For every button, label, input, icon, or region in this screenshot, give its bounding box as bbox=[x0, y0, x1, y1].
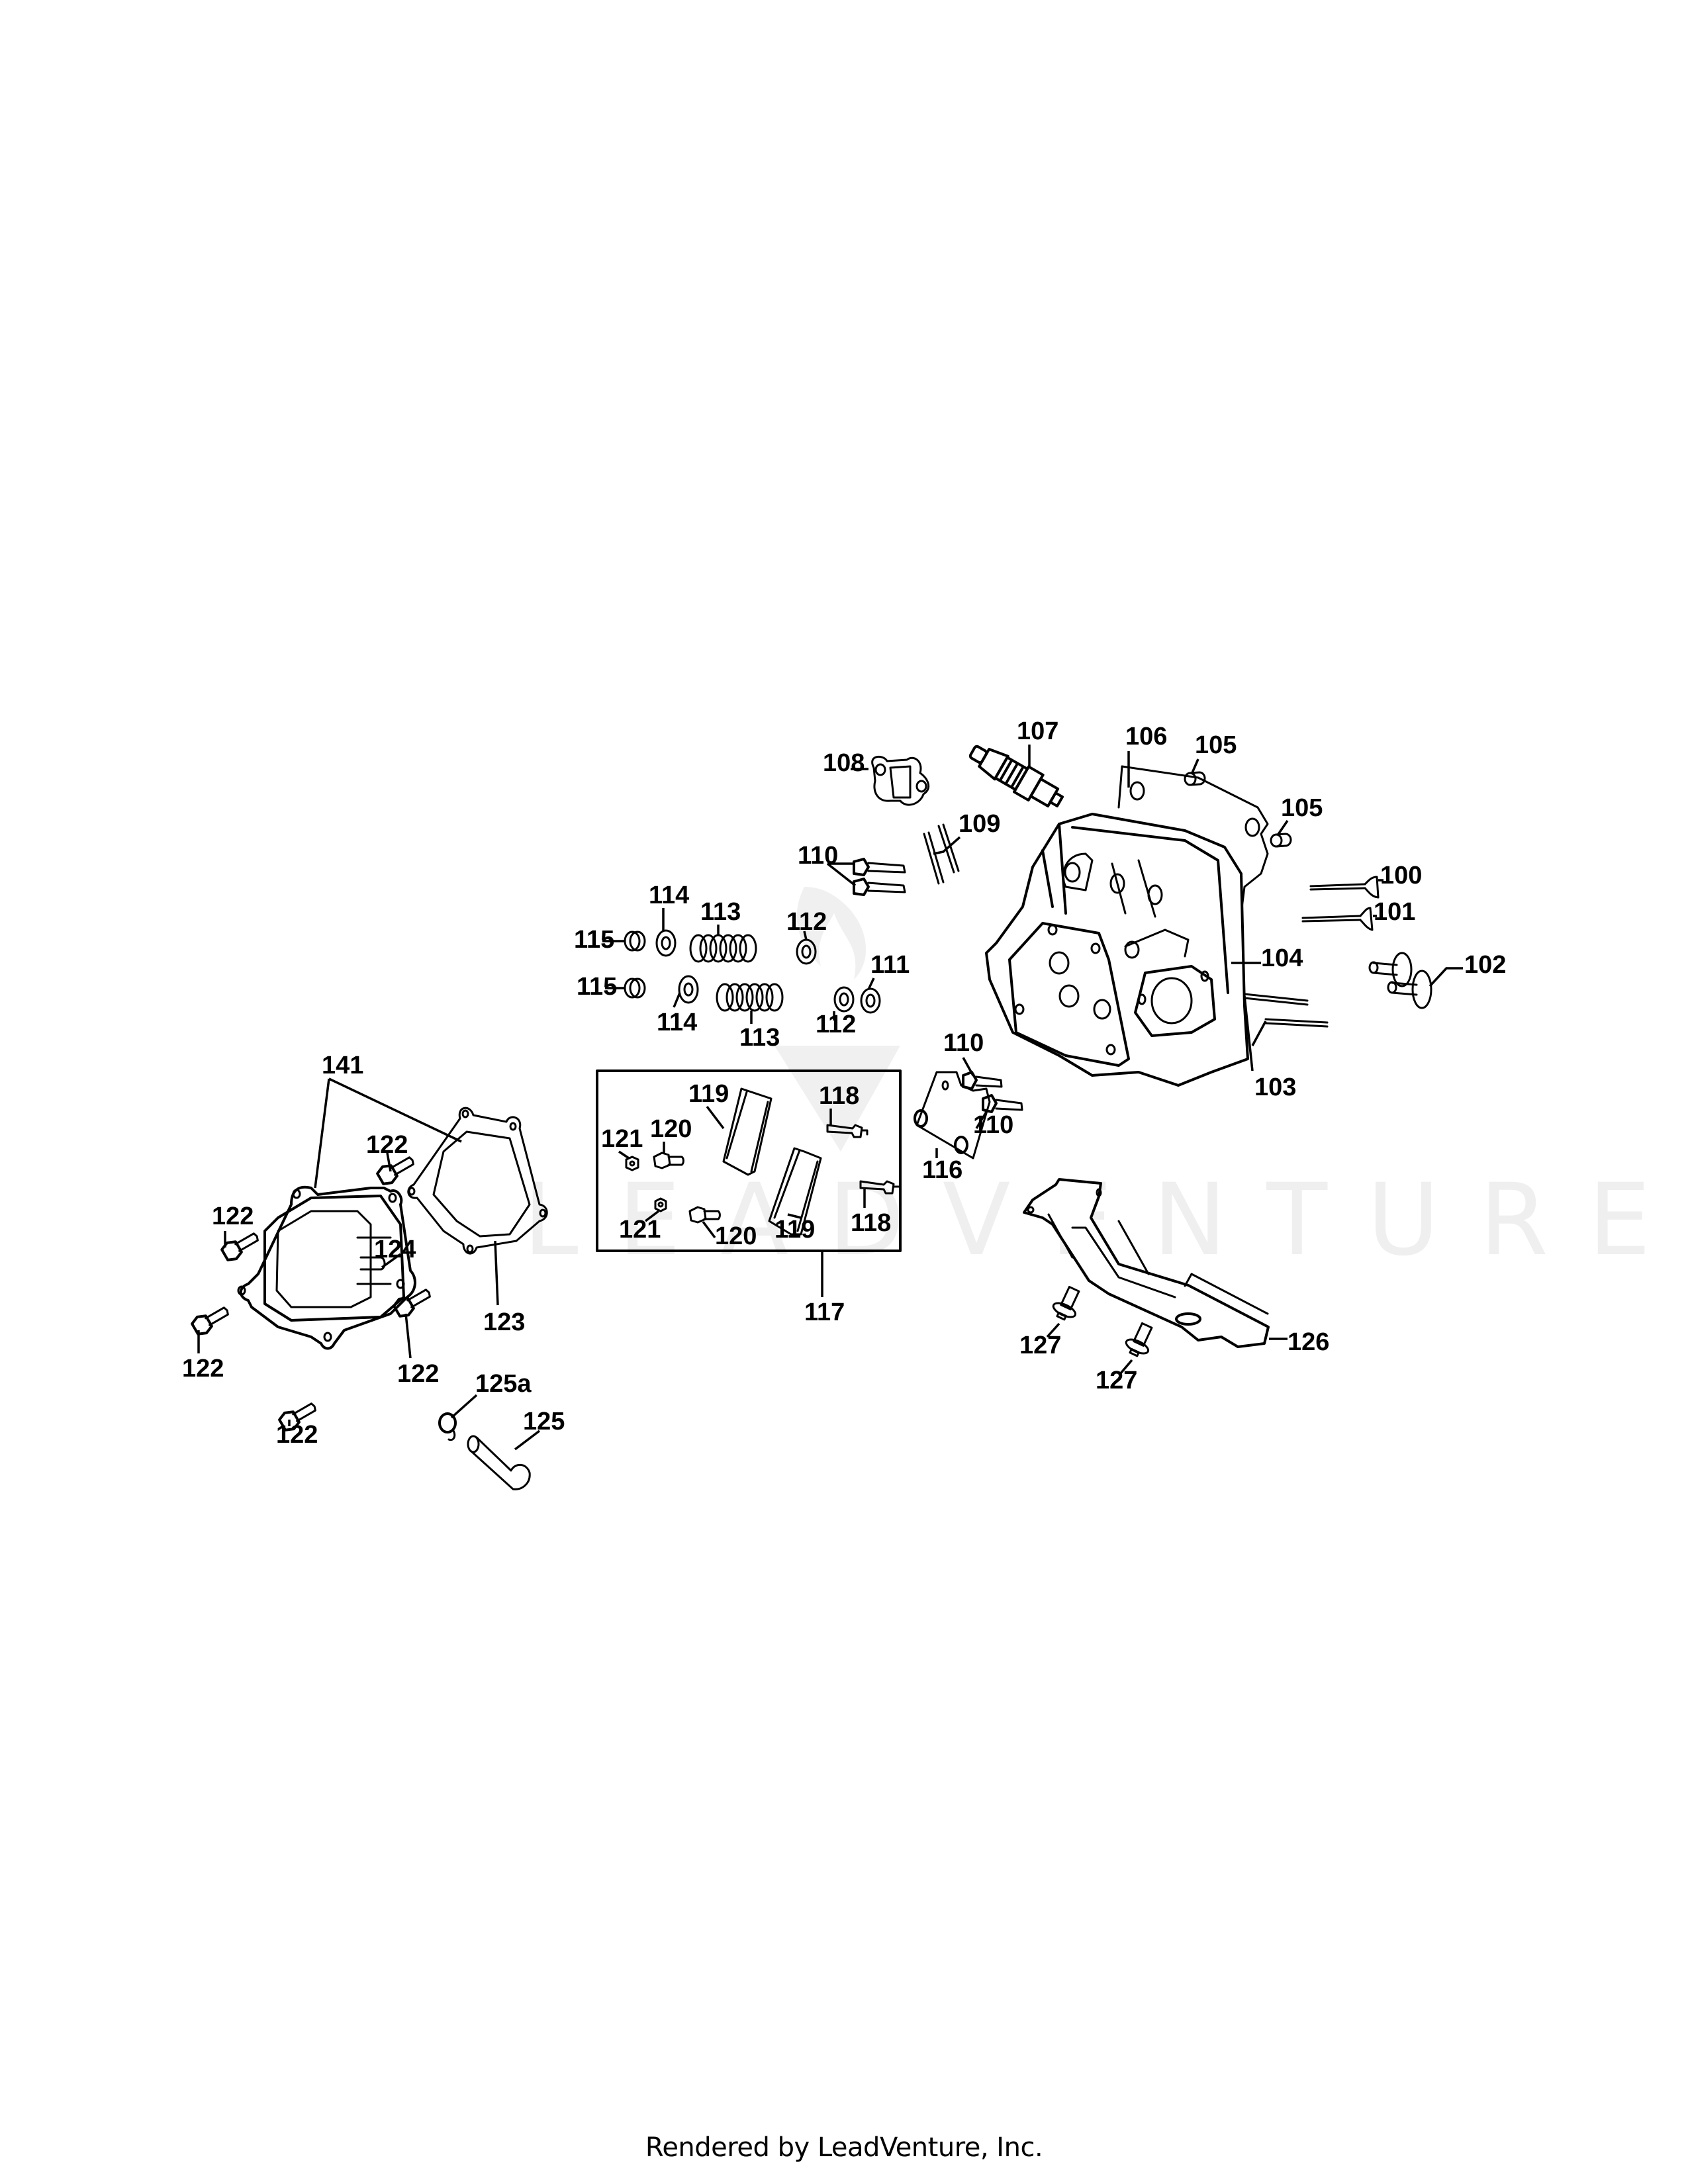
spring-113-upper bbox=[689, 934, 757, 963]
callout-107: 107 bbox=[1017, 717, 1058, 745]
kit-contents-117 bbox=[625, 1087, 902, 1236]
callout-123: 123 bbox=[483, 1308, 525, 1336]
callout-100: 100 bbox=[1380, 862, 1422, 889]
callout-121: 121 bbox=[619, 1216, 661, 1244]
callout-114: 114 bbox=[649, 882, 689, 909]
callout-122: 122 bbox=[366, 1131, 408, 1159]
flange-bolt-122 bbox=[191, 1156, 431, 1432]
callout-117: 117 bbox=[804, 1298, 845, 1326]
callout-122: 122 bbox=[276, 1421, 318, 1449]
callout-120: 120 bbox=[650, 1115, 692, 1143]
callout-108: 108 bbox=[823, 749, 865, 777]
callout-126: 126 bbox=[1288, 1328, 1329, 1356]
callout-122: 122 bbox=[182, 1355, 224, 1383]
callout-112: 112 bbox=[786, 908, 827, 936]
callout-109: 109 bbox=[959, 810, 1000, 838]
spring-113-lower bbox=[716, 983, 784, 1012]
callout-110: 110 bbox=[973, 1111, 1013, 1139]
callout-124: 124 bbox=[374, 1236, 416, 1263]
valve-100-101 bbox=[1301, 876, 1380, 931]
push-rod-103 bbox=[1243, 993, 1329, 1028]
callout-106: 106 bbox=[1125, 723, 1167, 751]
callout-121: 121 bbox=[601, 1125, 643, 1153]
callout-119: 119 bbox=[774, 1216, 815, 1244]
plate-116 bbox=[914, 1071, 991, 1160]
breather-clamp-125a bbox=[438, 1412, 457, 1441]
callout-119: 119 bbox=[688, 1080, 729, 1108]
callout-125a: 125a bbox=[475, 1370, 532, 1398]
callout-122: 122 bbox=[397, 1360, 439, 1388]
footer-credit: Rendered by LeadVenture, Inc. bbox=[645, 2132, 1043, 2163]
leader-lines bbox=[197, 745, 1463, 1451]
callout-115: 115 bbox=[574, 926, 614, 954]
callout-122: 122 bbox=[212, 1203, 254, 1230]
bolt-110-lower bbox=[962, 1071, 1023, 1113]
callout-127: 127 bbox=[1096, 1367, 1137, 1394]
clip-127 bbox=[1052, 1285, 1153, 1357]
valve-cover-gasket-123 bbox=[407, 1107, 548, 1255]
valve-spring-retainer-set bbox=[624, 929, 881, 1014]
callout-116: 116 bbox=[922, 1156, 962, 1184]
cylinder-head-104 bbox=[985, 765, 1269, 1087]
shroud-126 bbox=[1023, 1178, 1270, 1348]
callout-111: 111 bbox=[870, 951, 910, 979]
breather-tube-125 bbox=[467, 1435, 531, 1490]
gasket-108 bbox=[871, 755, 930, 806]
callout-105: 105 bbox=[1281, 794, 1323, 822]
callout-104: 104 bbox=[1261, 944, 1303, 972]
callout-112: 112 bbox=[816, 1011, 856, 1038]
callout-113: 113 bbox=[700, 898, 741, 926]
callout-118: 118 bbox=[851, 1209, 891, 1237]
stud-109 bbox=[923, 823, 960, 885]
bolt-110-upper bbox=[853, 858, 906, 896]
callout-105: 105 bbox=[1195, 731, 1237, 759]
callout-141: 141 bbox=[322, 1052, 363, 1079]
valve-cover-124 bbox=[237, 1185, 416, 1350]
callout-115: 115 bbox=[577, 973, 617, 1001]
callout-127: 127 bbox=[1019, 1332, 1061, 1359]
dowel-pin-105 bbox=[1184, 771, 1292, 848]
callout-110: 110 bbox=[943, 1029, 984, 1057]
callout-120: 120 bbox=[715, 1222, 757, 1250]
callout-103: 103 bbox=[1254, 1073, 1296, 1101]
callout-101: 101 bbox=[1374, 898, 1415, 926]
callout-113: 113 bbox=[739, 1024, 780, 1052]
callout-118: 118 bbox=[819, 1082, 859, 1110]
kit-box-117 bbox=[596, 1069, 902, 1252]
callout-labels: 100 101 102 103 104 105 105 106 107 108 109 110 110 1… bbox=[182, 717, 1506, 1449]
callout-125: 125 bbox=[523, 1408, 565, 1435]
spark-plug-107 bbox=[968, 745, 1064, 807]
valve-guide-102 bbox=[1368, 952, 1432, 1009]
callout-114: 114 bbox=[657, 1009, 697, 1036]
callout-110: 110 bbox=[798, 842, 838, 870]
callout-102: 102 bbox=[1464, 951, 1506, 979]
